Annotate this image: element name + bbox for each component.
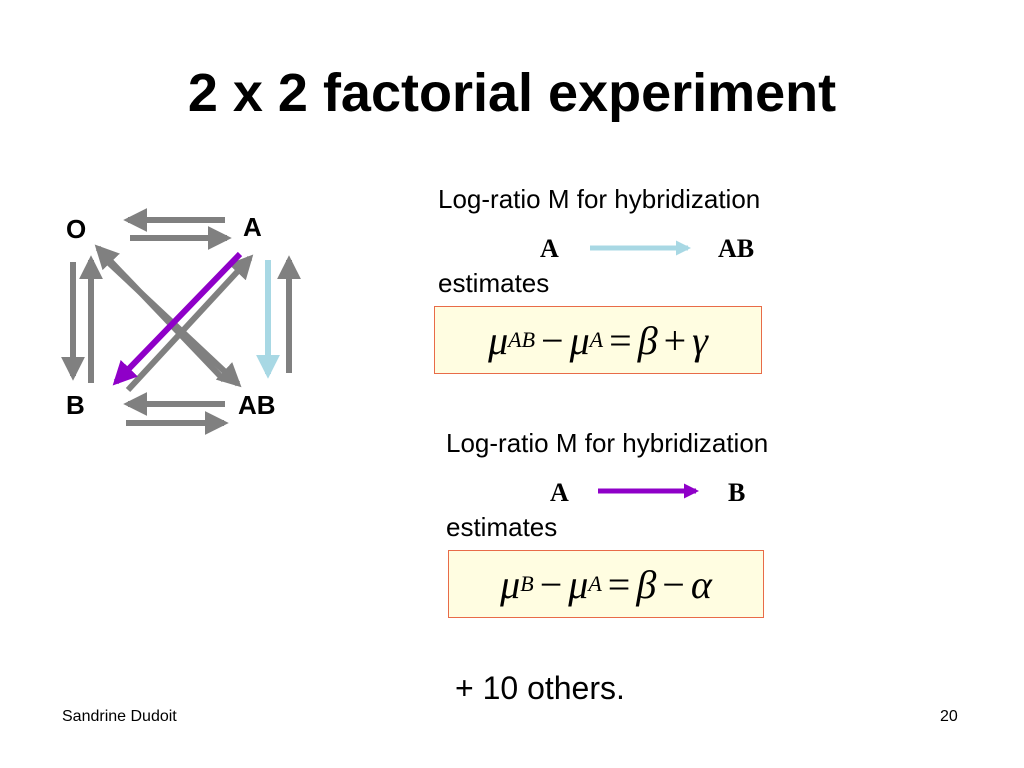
node-a-label: A [243, 212, 262, 242]
block2-estimates: estimates [446, 512, 558, 542]
slide-title: 2 x 2 factorial experiment [187, 63, 837, 123]
others-note: + 10 others. [455, 670, 625, 706]
node-o-label: O [66, 214, 87, 244]
footer-author: Sandrine Dudoit [62, 708, 177, 725]
block2-heading: Log-ratio M for hybridization [446, 428, 769, 458]
node-b-label: B [66, 390, 85, 420]
block1-to-label: AB [718, 234, 755, 263]
arrow-a-to-b-purple [112, 251, 243, 386]
block1-estimates: estimates [438, 268, 550, 298]
block2-from-label: A [550, 478, 569, 507]
node-ab-label: AB [238, 390, 276, 420]
block1-heading: Log-ratio M for hybridization [438, 184, 761, 214]
arrow-ab-to-o [94, 244, 227, 383]
block2-to-label: B [728, 478, 746, 507]
page-number: 20 [940, 708, 958, 725]
block1-from-label: A [540, 234, 559, 263]
arrow-b-to-a-gray [125, 254, 254, 393]
